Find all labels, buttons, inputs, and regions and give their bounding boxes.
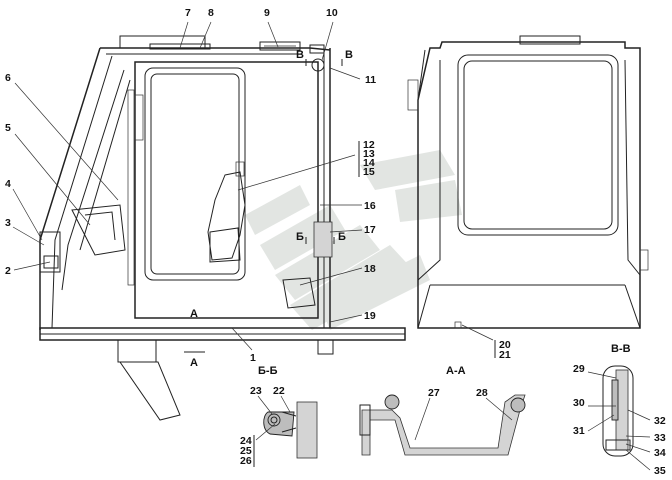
callout-19: 19 (364, 310, 376, 322)
callout-29: 29 (573, 363, 585, 375)
view-title-vv: В-В (611, 343, 631, 355)
view-titles: Б-Б А-А В-В (258, 343, 631, 377)
callout-11: 11 (365, 74, 376, 86)
section-mark-vv-right: В (345, 49, 353, 61)
cab-side-view (39, 35, 406, 421)
callout-23: 23 (250, 385, 262, 397)
callout-34: 34 (654, 447, 666, 459)
watermark-logo (245, 150, 462, 330)
section-mark-bb-right: Б (338, 231, 346, 243)
callout-1: 1 (250, 352, 256, 364)
callout-32: 32 (654, 415, 666, 427)
callout-labels: 1 2 3 4 5 6 7 8 9 10 11 12 13 14 15 16 1… (5, 7, 666, 477)
callout-30: 30 (573, 397, 585, 409)
section-mark-aa-top: А (190, 308, 198, 320)
section-markers: Б Б В В А А (190, 49, 353, 369)
callout-9: 9 (264, 7, 270, 19)
callout-12: 12 (363, 139, 375, 151)
callout-35: 35 (654, 465, 666, 477)
section-aa (359, 394, 526, 456)
cab-front-view (407, 35, 649, 329)
callout-24: 24 (240, 435, 252, 447)
callout-20: 20 (499, 339, 511, 351)
callout-22: 22 (273, 385, 285, 397)
callout-6: 6 (5, 72, 11, 84)
callout-27: 27 (428, 387, 440, 399)
callout-31: 31 (573, 425, 585, 437)
section-mark-aa-bottom: А (190, 357, 198, 369)
callout-16: 16 (364, 200, 376, 212)
callout-10: 10 (326, 7, 338, 19)
callout-7: 7 (185, 7, 191, 19)
callout-28: 28 (476, 387, 488, 399)
callout-15: 15 (363, 166, 375, 178)
callout-33: 33 (654, 432, 666, 444)
callout-8: 8 (208, 7, 214, 19)
callout-21: 21 (499, 349, 511, 361)
callout-5: 5 (5, 122, 11, 134)
callout-17: 17 (364, 224, 376, 236)
view-title-bb: Б-Б (258, 365, 278, 377)
callout-2: 2 (5, 265, 11, 277)
view-title-aa: А-А (446, 365, 466, 377)
section-vv (602, 365, 634, 457)
section-mark-vv-left: В (296, 49, 304, 61)
callout-3: 3 (5, 217, 11, 229)
section-bb (263, 401, 318, 459)
section-mark-bb-left: Б (296, 231, 304, 243)
callout-18: 18 (364, 263, 376, 275)
callout-14: 14 (363, 157, 375, 169)
callout-13: 13 (363, 148, 375, 160)
leader-lines (12, 21, 651, 471)
callout-25: 25 (240, 445, 252, 457)
callout-4: 4 (5, 178, 11, 190)
callout-26: 26 (240, 455, 252, 467)
